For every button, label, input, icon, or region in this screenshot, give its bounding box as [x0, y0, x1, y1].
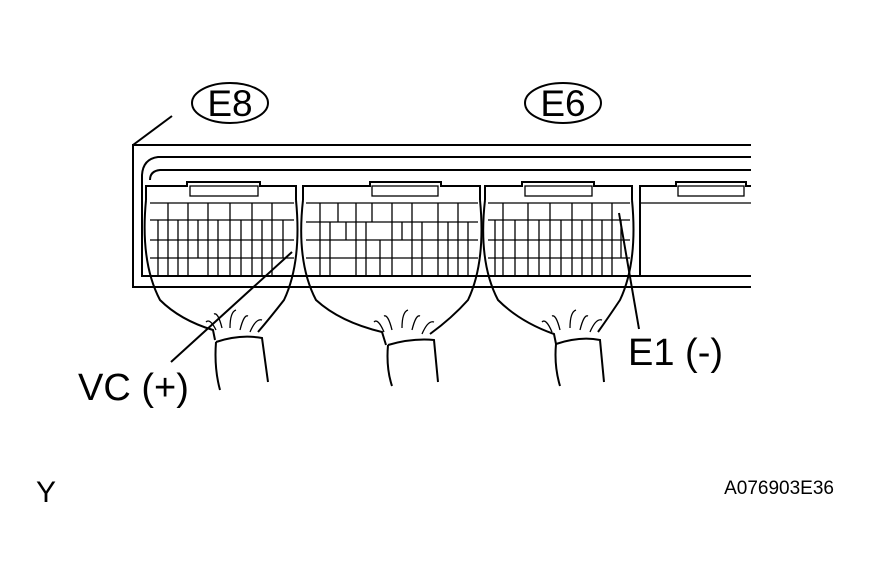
e1-callout-line: [618, 212, 640, 330]
connector-middle: [300, 181, 483, 387]
connector-e6-pin-grid: [488, 202, 630, 277]
connector-e8-harness: [205, 309, 269, 391]
connector-e6: [482, 181, 635, 387]
vc-callout-line: [170, 251, 293, 363]
connector-middle-pin-grid: [306, 202, 478, 277]
pin-label-e1-negative: E1 (-): [628, 332, 723, 374]
connector-e8: [143, 181, 299, 391]
connector-tag-e6: E6: [524, 82, 602, 124]
connector-tag-e8: E8: [191, 82, 269, 124]
connector-tag-e6-label: E6: [540, 83, 585, 124]
pin-label-vc-positive: VC (+): [78, 367, 189, 409]
ecu-housing: [132, 115, 751, 288]
connector-middle-harness: [373, 309, 439, 387]
connector-e6-harness: [541, 309, 605, 387]
connector-partial-right: [639, 181, 751, 276]
figure-id: A076903E36: [724, 478, 834, 499]
connector-e8-pin-grid: [150, 202, 294, 277]
footer-letter: Y: [36, 476, 56, 509]
connector-tag-e8-label: E8: [207, 83, 252, 124]
